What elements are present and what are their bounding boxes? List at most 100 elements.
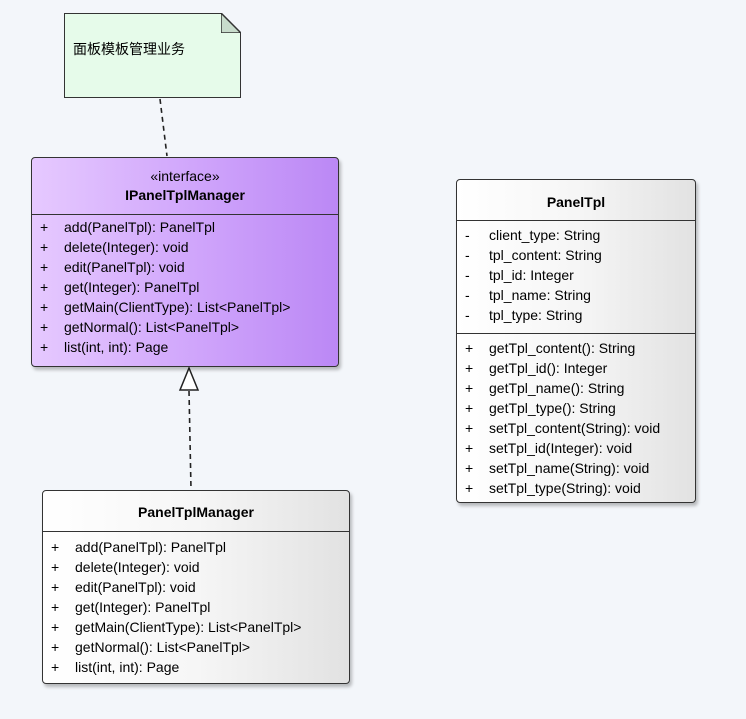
operation-signature: getTpl_name(): String xyxy=(489,380,625,396)
attribute-signature: client_type: String xyxy=(489,227,601,243)
operation-signature: edit(PanelTpl): void xyxy=(75,579,196,595)
operation-row[interactable]: + getTpl_type(): String xyxy=(457,398,695,418)
interface-class-ipaneltplmanager[interactable]: «interface» IPanelTplManager + add(PanelT… xyxy=(31,157,339,367)
attribute-signature: tpl_type: String xyxy=(489,307,583,323)
operation-row[interactable]: + edit(PanelTpl): void xyxy=(32,257,338,277)
operation-signature: delete(Integer): void xyxy=(64,239,189,255)
operation-signature: add(PanelTpl): PanelTpl xyxy=(64,219,215,235)
visibility-marker: + xyxy=(465,420,474,436)
operation-row[interactable]: + getMain(ClientType): List<PanelTpl> xyxy=(32,297,338,317)
class-header: «interface» IPanelTplManager xyxy=(32,158,338,215)
operation-row[interactable]: + getNormal(): List<PanelTpl> xyxy=(43,637,349,657)
visibility-marker: + xyxy=(465,360,474,376)
visibility-marker: + xyxy=(40,219,49,235)
operation-row[interactable]: + setTpl_name(String): void xyxy=(457,458,695,478)
class-stereotype: «interface» xyxy=(150,168,220,184)
operation-row[interactable]: + getNormal(): List<PanelTpl> xyxy=(32,317,338,337)
operation-signature: getNormal(): List<PanelTpl> xyxy=(75,639,251,655)
note-text: 面板模板管理业务 xyxy=(73,41,185,57)
attribute-row[interactable]: - tpl_id: Integer xyxy=(457,265,695,285)
operation-row[interactable]: + setTpl_type(String): void xyxy=(457,478,695,498)
visibility-marker: + xyxy=(51,579,60,595)
operation-row[interactable]: + getTpl_id(): Integer xyxy=(457,358,695,378)
visibility-marker: + xyxy=(51,539,60,555)
attribute-row[interactable]: - client_type: String xyxy=(457,225,695,245)
visibility-marker: + xyxy=(465,400,474,416)
operations-section: + add(PanelTpl): PanelTpl + delete(Integer… xyxy=(32,215,338,357)
attribute-row[interactable]: -tpl_name: String xyxy=(457,285,695,305)
visibility-marker: + xyxy=(465,480,474,496)
operation-row[interactable]: + list(int, int): Page xyxy=(32,337,338,357)
operation-signature: delete(Integer): void xyxy=(75,559,200,575)
operation-signature: getMain(ClientType): List<PanelTpl> xyxy=(64,299,291,315)
visibility-marker: + xyxy=(40,239,49,255)
operation-row[interactable]: + delete(Integer): void xyxy=(43,557,349,577)
realization-arrowhead xyxy=(178,366,200,391)
note-box[interactable] xyxy=(64,13,241,98)
operation-signature: getNormal(): List<PanelTpl> xyxy=(64,319,240,335)
operation-signature: setTpl_content(String): void xyxy=(489,420,661,436)
visibility-marker: - xyxy=(465,307,470,323)
operation-signature: getTpl_type(): String xyxy=(489,400,616,416)
operation-row[interactable]: + edit(PanelTpl): void xyxy=(43,577,349,597)
operation-row[interactable]: + getMain(ClientType): List<PanelTpl> xyxy=(43,617,349,637)
class-name: PanelTplManager xyxy=(138,504,254,520)
operation-signature: getMain(ClientType): List<PanelTpl> xyxy=(75,619,302,635)
operations-section: + getTpl_content(): String + getTpl_id(): … xyxy=(457,333,695,498)
attribute-signature: tpl_content: String xyxy=(489,247,602,263)
operations-section: + add(PanelTpl): PanelTpl + delete(Integer… xyxy=(43,532,349,677)
class-paneltpl[interactable]: PanelTpl - client_type: String - tpl_conte… xyxy=(456,179,696,503)
attribute-row[interactable]: - tpl_type: String xyxy=(457,305,695,325)
visibility-marker: + xyxy=(465,460,474,476)
note-fold-corner xyxy=(221,13,241,33)
operation-row[interactable]: + getTpl_content(): String xyxy=(457,338,695,358)
visibility-marker: + xyxy=(40,259,49,275)
operation-signature: setTpl_name(String): void xyxy=(489,460,650,476)
visibility-marker: + xyxy=(51,599,60,615)
operation-row[interactable]: + setTpl_id(Integer): void xyxy=(457,438,695,458)
visibility-marker: + xyxy=(51,659,60,675)
operation-signature: getTpl_id(): Integer xyxy=(489,360,608,376)
visibility-marker: + xyxy=(40,319,49,335)
visibility-marker: + xyxy=(40,299,49,315)
operation-signature: setTpl_id(Integer): void xyxy=(489,440,633,456)
attributes-section: - client_type: String - tpl_content: Strin… xyxy=(457,221,695,333)
operation-signature: list(int, int): Page xyxy=(75,659,180,675)
operation-row[interactable]: + add(PanelTpl): PanelTpl xyxy=(32,217,338,237)
class-header: PanelTplManager xyxy=(43,491,349,532)
operation-row[interactable]: + setTpl_content(String): void xyxy=(457,418,695,438)
attribute-row[interactable]: - tpl_content: String xyxy=(457,245,695,265)
visibility-marker: + xyxy=(40,339,49,355)
attribute-signature: tpl_name: String xyxy=(489,287,591,303)
visibility-marker: - xyxy=(465,247,470,263)
operation-signature: list(int, int): Page xyxy=(64,339,169,355)
class-name: IPanelTplManager xyxy=(125,187,245,203)
realization-line xyxy=(188,390,192,490)
visibility-marker: + xyxy=(51,639,60,655)
operation-row[interactable]: + get(Integer): PanelTpl xyxy=(43,597,349,617)
attribute-signature: tpl_id: Integer xyxy=(489,267,574,283)
operation-row[interactable]: + add(PanelTpl): PanelTpl xyxy=(43,537,349,557)
operation-signature: edit(PanelTpl): void xyxy=(64,259,185,275)
operation-signature: get(Integer): PanelTpl xyxy=(64,279,200,295)
operation-signature: setTpl_type(String): void xyxy=(489,480,641,496)
operation-row[interactable]: + getTpl_name(): String xyxy=(457,378,695,398)
visibility-marker: - xyxy=(465,267,470,283)
operation-signature: getTpl_content(): String xyxy=(489,340,636,356)
operation-row[interactable]: + list(int, int): Page xyxy=(43,657,349,677)
note-anchor-line xyxy=(159,98,168,157)
operation-row[interactable]: + delete(Integer): void xyxy=(32,237,338,257)
class-paneltplmanager[interactable]: PanelTplManager + add(PanelTpl): PanelTpl… xyxy=(42,490,350,684)
visibility-marker: + xyxy=(51,619,60,635)
visibility-marker: + xyxy=(465,380,474,396)
visibility-marker: + xyxy=(465,440,474,456)
operation-signature: get(Integer): PanelTpl xyxy=(75,599,211,615)
visibility-marker: + xyxy=(465,340,474,356)
class-header: PanelTpl xyxy=(457,180,695,221)
operation-signature: add(PanelTpl): PanelTpl xyxy=(75,539,226,555)
visibility-marker: + xyxy=(51,559,60,575)
operation-row[interactable]: + get(Integer): PanelTpl xyxy=(32,277,338,297)
visibility-marker: - xyxy=(465,227,470,243)
visibility-marker: + xyxy=(40,279,49,295)
